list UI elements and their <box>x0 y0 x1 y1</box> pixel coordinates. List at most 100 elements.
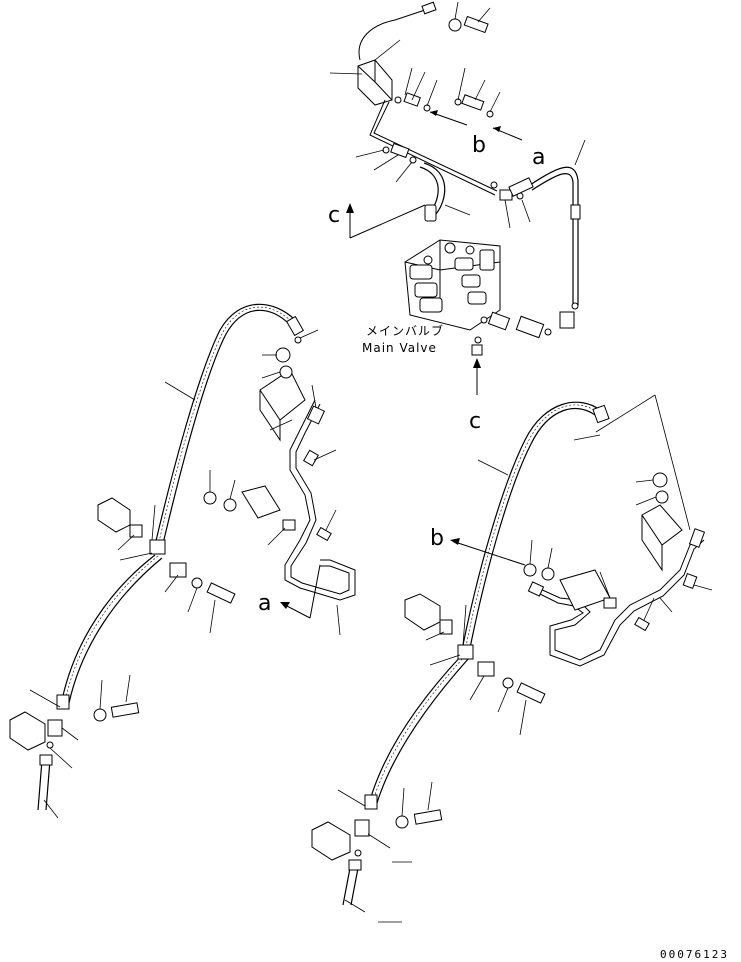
leader <box>329 72 363 75</box>
callout-a-top: a <box>532 145 545 170</box>
leader <box>529 539 533 565</box>
adapter <box>461 94 485 111</box>
callout-a-left: a <box>258 591 271 616</box>
pilot-line <box>369 99 496 196</box>
hose-clamp <box>457 644 474 660</box>
bolt-small <box>316 526 332 542</box>
hose-lower-right <box>369 654 463 801</box>
hose-end <box>56 694 70 710</box>
leader <box>573 434 601 441</box>
rigid-pipe <box>284 399 356 601</box>
pilot-hose-2 <box>423 162 446 215</box>
oring <box>486 110 494 118</box>
leader <box>99 679 103 710</box>
leader <box>299 329 319 339</box>
washer <box>223 498 237 512</box>
oring <box>480 316 488 324</box>
oring <box>46 741 54 749</box>
nut <box>652 472 668 488</box>
arrow-a-head <box>493 126 501 132</box>
bolt <box>516 682 546 704</box>
leader <box>426 79 438 107</box>
leader <box>454 1 459 20</box>
pipe-fitting <box>39 754 53 766</box>
hose-end <box>592 404 610 424</box>
leader <box>151 504 156 541</box>
leader <box>489 91 501 113</box>
leader <box>595 394 656 433</box>
leader <box>401 787 405 817</box>
leader <box>599 571 611 599</box>
clamp-half <box>169 562 187 578</box>
leader <box>462 604 467 646</box>
rigid-pipe <box>537 534 701 661</box>
leader <box>635 496 657 506</box>
long-hose-right-2 <box>468 407 596 654</box>
washer-top <box>448 18 462 32</box>
plate-bracket-side <box>259 390 281 442</box>
leader <box>29 689 61 708</box>
leader <box>521 199 531 223</box>
leader <box>325 509 337 531</box>
pipe-fitting <box>682 573 698 589</box>
mount-bracket <box>404 593 441 631</box>
leader <box>119 552 153 561</box>
hose-braid <box>157 306 293 547</box>
leader <box>635 479 654 483</box>
callout-b-top: b <box>472 133 486 158</box>
top-assembly: b a c <box>328 1 586 434</box>
main-valve-label-en: Main Valve <box>362 341 437 355</box>
hose-ferrule <box>570 204 581 220</box>
arrow-c-bottom-head <box>473 358 481 368</box>
arrow-b-right-shaft <box>454 541 526 566</box>
leader <box>574 139 586 166</box>
clamp-plate <box>241 485 281 519</box>
pipe-fitting <box>306 405 326 425</box>
bolt <box>110 702 140 718</box>
leader <box>373 154 399 171</box>
washer <box>279 365 293 379</box>
leader <box>643 597 655 621</box>
nut <box>203 491 217 505</box>
arrow-b-right-head <box>450 538 460 545</box>
hose-lower-left <box>61 554 156 701</box>
right-assembly: b <box>311 394 713 923</box>
leader <box>659 597 673 613</box>
hose-end <box>285 315 305 337</box>
lower-bracket <box>311 821 351 861</box>
leader <box>504 199 511 229</box>
pipe-stub <box>37 759 51 811</box>
nut <box>523 563 537 577</box>
elbow <box>499 189 513 201</box>
leader <box>311 384 317 409</box>
arrow-a-left-leader <box>309 564 321 619</box>
washer <box>395 815 409 829</box>
oring <box>490 181 498 189</box>
leader <box>187 587 198 613</box>
leader <box>367 833 391 849</box>
hose-braid <box>64 555 159 702</box>
leader <box>269 419 293 431</box>
oring <box>294 336 302 344</box>
adapter <box>487 311 511 331</box>
callout-b-right: b <box>430 526 444 551</box>
leader <box>164 381 196 401</box>
leader <box>117 534 135 551</box>
adapter <box>390 142 410 159</box>
bolt <box>206 582 236 604</box>
hose-end <box>424 204 437 222</box>
lower-bracket <box>9 711 46 751</box>
leader <box>477 7 491 23</box>
leader <box>427 781 433 811</box>
arrow-a-left-shaft <box>284 604 311 619</box>
wire-connector <box>421 1 437 15</box>
leader <box>404 67 413 96</box>
oring <box>394 96 402 104</box>
leader <box>374 39 401 61</box>
plate-bracket <box>259 369 306 421</box>
oring <box>354 849 362 857</box>
leader <box>457 67 466 101</box>
washer <box>191 577 203 589</box>
arrow-c-head <box>346 203 354 213</box>
oring <box>409 156 417 164</box>
